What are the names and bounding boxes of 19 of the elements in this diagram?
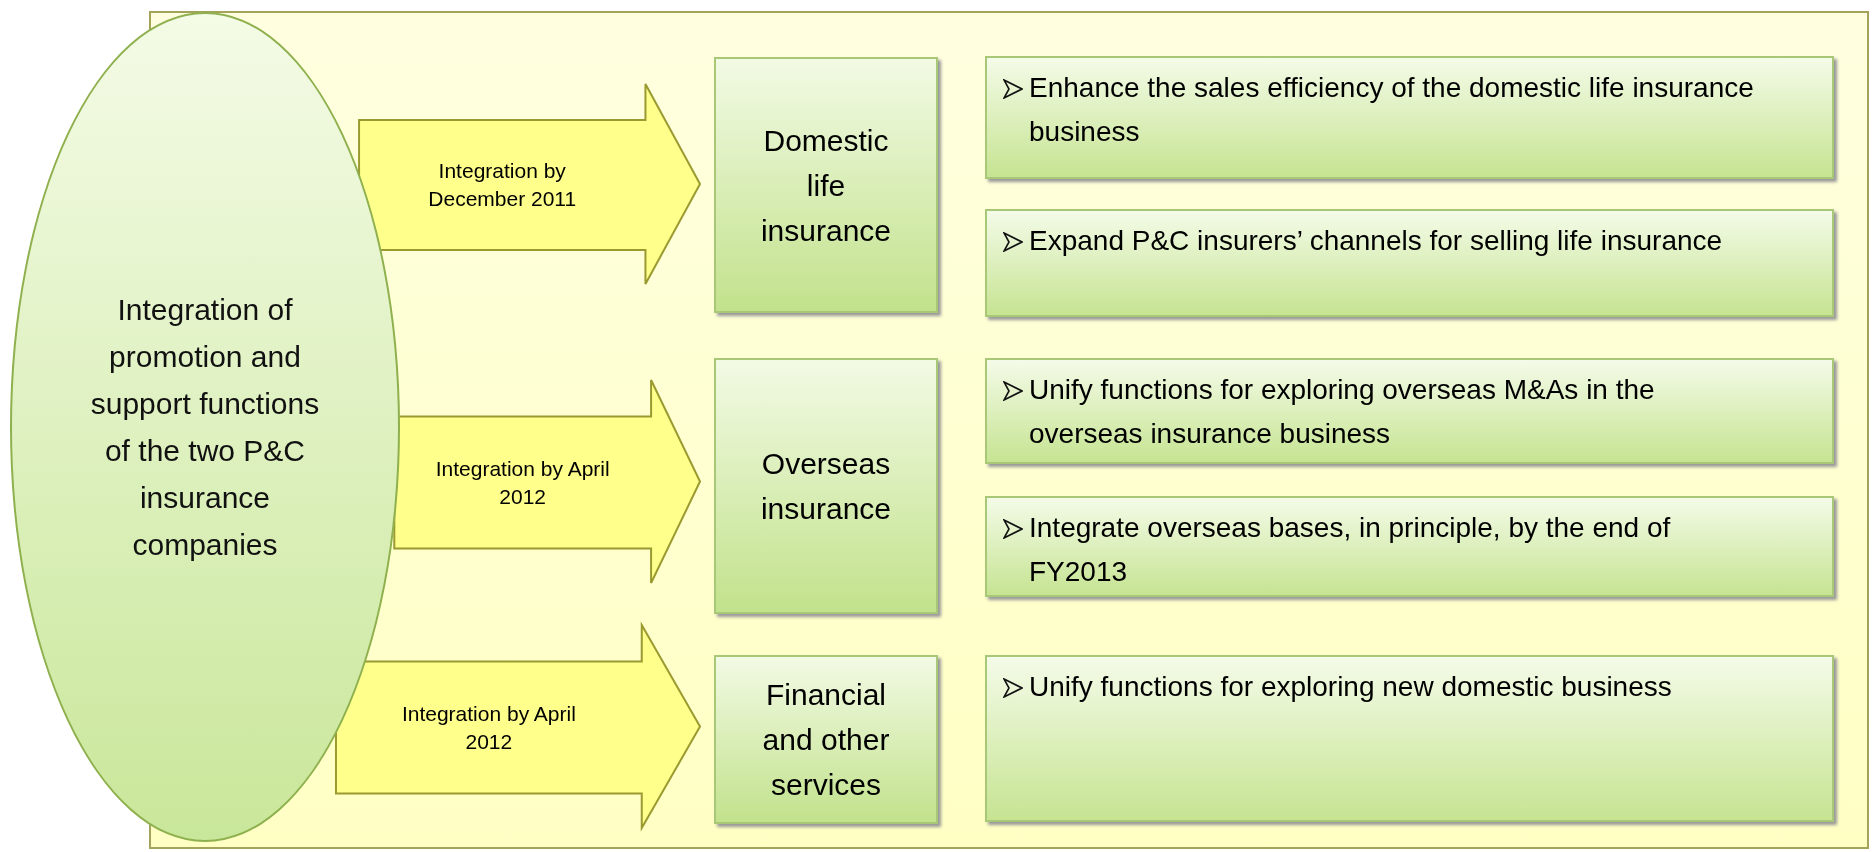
text-box — [985, 358, 1834, 464]
edge-label: Integration by December 2011 — [427, 158, 578, 212]
text-box — [985, 496, 1834, 597]
bullet-text: Enhance the sales efficiency of the domestic life insurance business — [1029, 71, 1755, 149]
bullet-text: Unify functions for exploring new domestic business — [1029, 670, 1672, 704]
text-box — [985, 655, 1834, 822]
edge-label: Integration by April 2012 — [400, 700, 577, 755]
edge-label: Integration by April 2012 — [434, 455, 611, 510]
block-arrow — [393, 379, 702, 584]
bullet-text: Unify functions for exploring overseas M&As in the overseas insurance business — [1029, 373, 1656, 451]
block-arrow — [358, 83, 702, 285]
text-box — [985, 209, 1834, 317]
category-box: Overseas insurance — [714, 358, 938, 614]
text-box — [985, 56, 1834, 179]
block-arrow — [335, 621, 702, 832]
bullet-text: Expand P&C insurers’ channels for selling life insurance — [1029, 224, 1723, 258]
category-box: Financial and other services — [714, 655, 938, 824]
bullet-text: Integrate overseas bases, in principle, by the end of FY2013 — [1029, 511, 1672, 589]
category-box: Domestic life insurance — [714, 57, 938, 313]
